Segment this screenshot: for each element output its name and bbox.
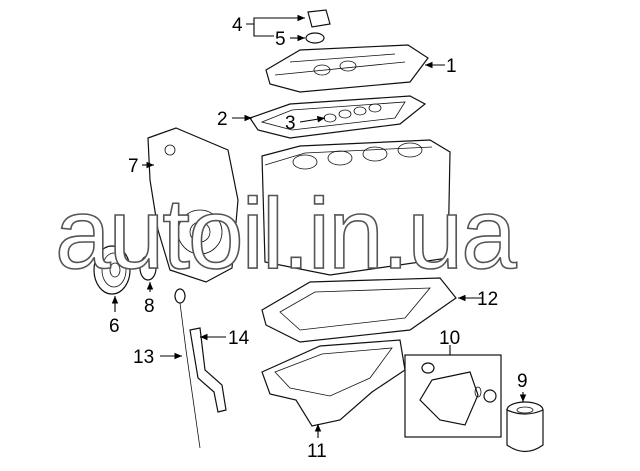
lower-oil-pan	[261, 339, 406, 427]
callout-13: 13	[133, 347, 154, 368]
callout-9: 9	[517, 371, 528, 392]
tube-seals	[323, 103, 382, 123]
callout-10: 10	[439, 328, 460, 349]
dipstick-tube	[189, 327, 227, 413]
upper-oil-pan	[261, 277, 457, 343]
oil-filler-cap	[307, 9, 331, 28]
callout-11: 11	[307, 441, 327, 462]
oil-filter-bracket-box	[404, 354, 502, 438]
callout-6: 6	[109, 316, 120, 337]
valve-cover-gasket	[249, 95, 427, 139]
callout-14: 14	[228, 328, 250, 349]
timing-cover	[147, 127, 239, 283]
callout-1: 1	[446, 56, 457, 77]
callout-2: 2	[217, 109, 228, 130]
callout-3: 3	[285, 113, 296, 134]
callouts: 1 2 3 4 5 6 7 8 9 10 11 12 13 14	[109, 15, 528, 462]
callout-12: 12	[477, 289, 498, 310]
cap-gasket	[305, 32, 325, 44]
crankshaft-pulley	[93, 245, 131, 295]
oil-filter	[506, 401, 544, 453]
leader-lines	[111, 14, 527, 438]
valve-cover	[265, 44, 429, 93]
engine-block	[261, 139, 451, 276]
front-seal	[139, 255, 157, 281]
callout-7: 7	[128, 156, 139, 177]
callout-5: 5	[275, 29, 286, 50]
callout-4: 4	[232, 15, 243, 36]
dipstick	[174, 288, 201, 449]
callout-8: 8	[144, 296, 155, 317]
watermark-text: autoil.in.ua	[55, 178, 517, 290]
